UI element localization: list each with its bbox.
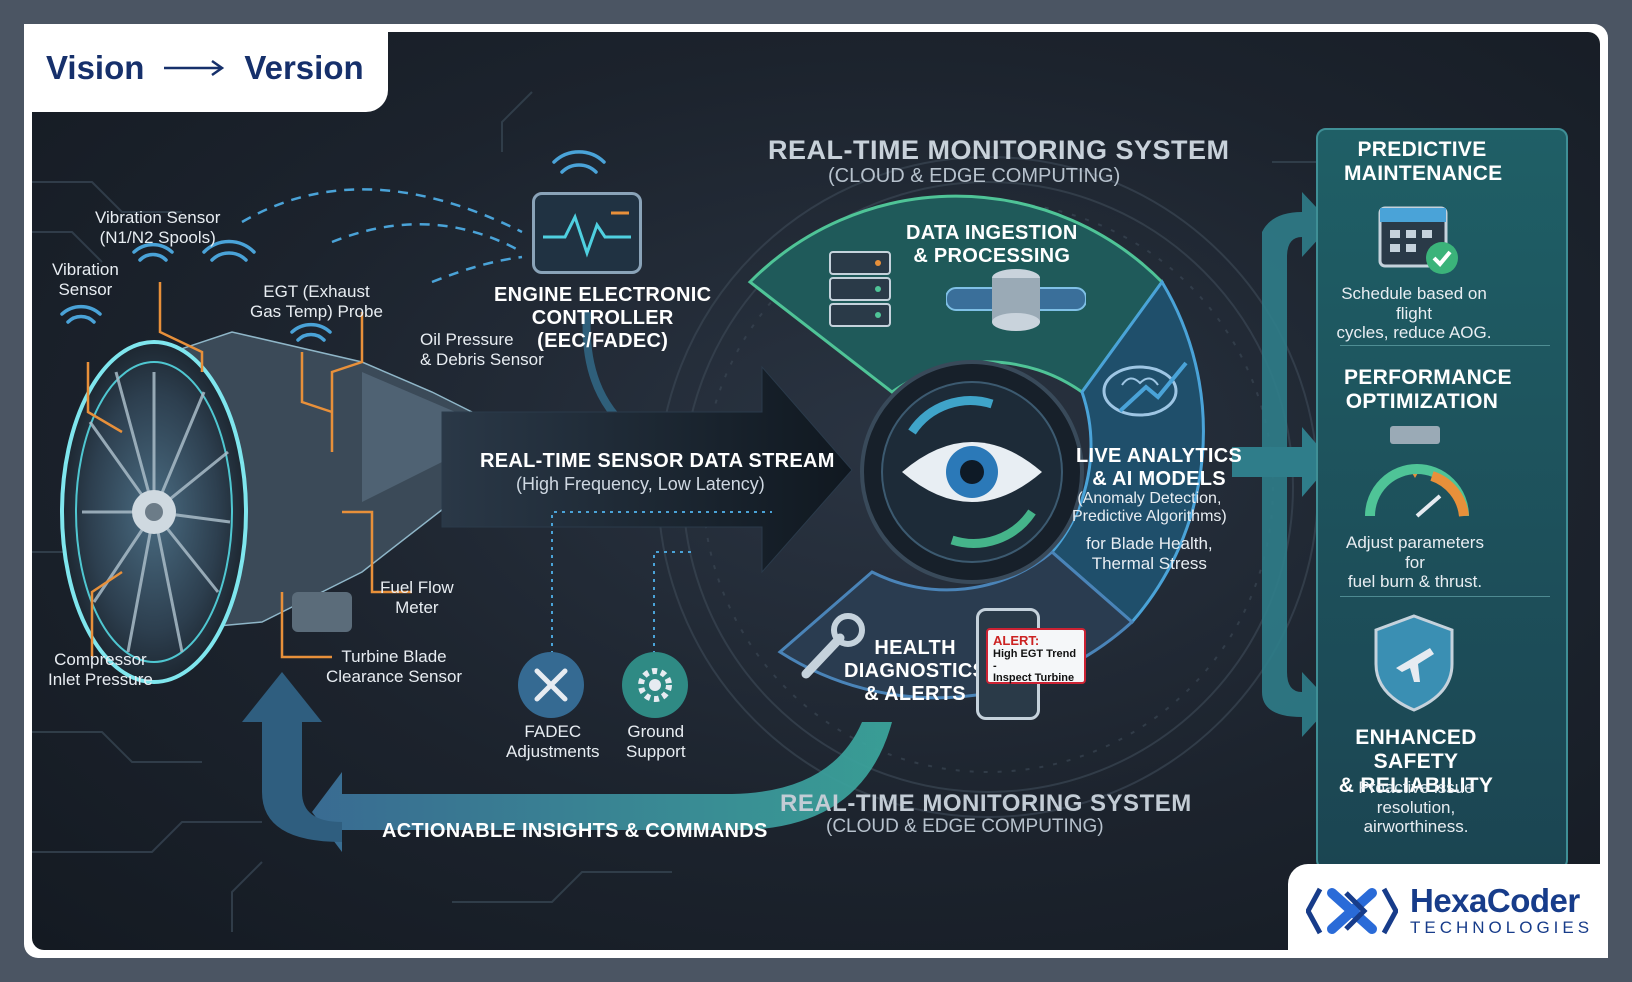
diagnostics-title: HEALTH DIAGNOSTICS & ALERTS	[844, 637, 987, 705]
database-icon	[945, 266, 1087, 336]
data-links	[241, 188, 523, 284]
outcome-title-safety: ENHANCED SAFETY & RELIABILITY	[1338, 726, 1494, 798]
wrench-icon	[796, 612, 866, 682]
egt-probe-label: EGT (Exhaust Gas Temp) Probe	[250, 282, 383, 321]
outcomes-divider	[1340, 596, 1550, 597]
shield-plane-icon	[1372, 612, 1456, 712]
eec-title: ENGINE ELECTRONIC CONTROLLER (EEC/FADEC)	[494, 284, 712, 352]
vibration-n1n2-label: Vibration Sensor (N1/N2 Spools)	[95, 208, 221, 247]
monitoring-subtitle-top: (CLOUD & EDGE COMPUTING)	[828, 165, 1121, 187]
diagram-graphics	[32, 91, 1332, 932]
eye-icon-graphic	[902, 396, 1042, 548]
outcome-arrows	[1232, 192, 1332, 737]
monitoring-title-bottom: REAL-TIME MONITORING SYSTEM	[780, 790, 1192, 817]
brain-chart-icon	[1100, 355, 1192, 421]
vision-word: Vision	[46, 49, 145, 86]
vibration-label: Vibration Sensor	[52, 260, 119, 299]
jet-engine-illustration	[60, 331, 503, 684]
alert-popup: ALERT: High EGT Trend - Inspect Turbine	[986, 628, 1086, 684]
sensor-leader-lines	[86, 282, 412, 659]
fuel-flow-label: Fuel Flow Meter	[380, 578, 454, 617]
vision-version-banner: Vision Version	[24, 24, 388, 112]
eec-controller-icon	[532, 192, 642, 274]
data-stream-subtitle: (High Frequency, Low Latency)	[516, 474, 765, 494]
calendar-check-icon	[1378, 198, 1462, 276]
hexacoder-logo-icon	[1306, 887, 1398, 935]
outcome-title-performance: PERFORMANCE OPTIMIZATION	[1344, 366, 1512, 414]
data-stream-arrow	[441, 365, 853, 574]
ground-gear-icon	[622, 652, 688, 718]
outcomes-divider	[1340, 345, 1550, 346]
outcome-text-safety: Proactive issue resolution, airworthines…	[1358, 778, 1474, 837]
commands-label: ACTIONABLE INSIGHTS & COMMANDS	[382, 820, 768, 842]
hexacoder-logo: HexaCoder TECHNOLOGIES	[1288, 864, 1608, 958]
server-icon	[826, 248, 894, 336]
fadec-tools-icon	[518, 652, 584, 718]
ingestion-title: DATA INGESTION & PROCESSING	[906, 222, 1078, 267]
logo-tagline: TECHNOLOGIES	[1410, 918, 1594, 937]
ground-support-label: Ground Support	[626, 722, 686, 761]
outcome-title-predictive: PREDICTIVE MAINTENANCE	[1344, 138, 1503, 186]
turbine-blade-label: Turbine Blade Clearance Sensor	[326, 647, 463, 686]
version-word: Version	[244, 49, 364, 86]
outcome-text-predictive: Schedule based on flight cycles, reduce …	[1336, 284, 1492, 343]
arrow-right-icon	[164, 59, 225, 77]
wireless-signal-icons	[60, 150, 606, 342]
data-stream-title: REAL-TIME SENSOR DATA STREAM	[480, 450, 835, 472]
analytics-detail-2: for Blade Health, Thermal Stress	[1086, 534, 1213, 573]
outcome-text-performance: Adjust parameters for fuel burn & thrust…	[1346, 533, 1484, 592]
monitoring-title-top: REAL-TIME MONITORING SYSTEM	[768, 135, 1230, 165]
compressor-inlet-label: Compressor Inlet Pressure	[48, 650, 153, 689]
logo-name: HexaCoder	[1410, 882, 1580, 919]
analytics-title: LIVE ANALYTICS & AI MODELS	[1076, 445, 1243, 490]
alert-heading: ALERT:	[993, 633, 1040, 648]
feedback-arrow	[312, 722, 892, 852]
oil-pressure-label: Oil Pressure & Debris Sensor	[420, 330, 544, 369]
alert-message: High EGT Trend - Inspect Turbine	[993, 648, 1077, 684]
gauge-icon	[1362, 422, 1472, 522]
analytics-detail: (Anomaly Detection, Predictive Algorithm…	[1072, 490, 1227, 526]
monitoring-subtitle-bottom: (CLOUD & EDGE COMPUTING)	[826, 816, 1104, 837]
fadec-label: FADEC Adjustments	[506, 722, 600, 761]
